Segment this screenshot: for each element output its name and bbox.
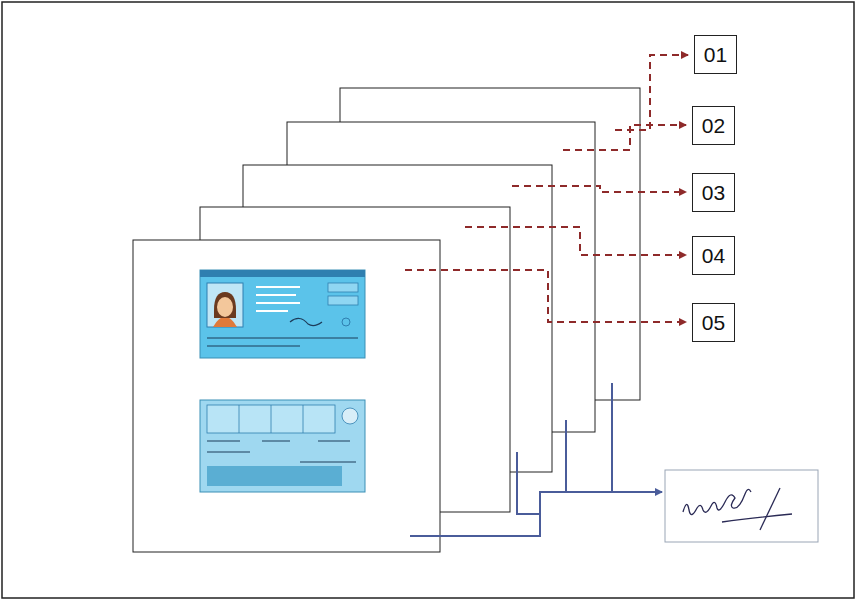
callout-box: 04 (692, 236, 735, 275)
callout-box: 02 (692, 106, 735, 145)
page-sheet (133, 240, 440, 552)
callout-box: 03 (692, 173, 735, 212)
callout-box: 05 (692, 303, 735, 342)
id-card-back (200, 400, 365, 492)
callout-number: 03 (702, 181, 725, 204)
leader-lines (405, 55, 688, 322)
callout-number: 05 (702, 311, 725, 334)
page-stack (133, 88, 640, 552)
signature-lines (410, 383, 662, 536)
id-card-front (200, 270, 365, 358)
callout-box: 01 (694, 35, 737, 74)
signature-image (665, 470, 818, 542)
callout-number: 01 (704, 43, 727, 66)
callout-number: 04 (702, 244, 725, 267)
callout-number: 02 (702, 114, 725, 137)
